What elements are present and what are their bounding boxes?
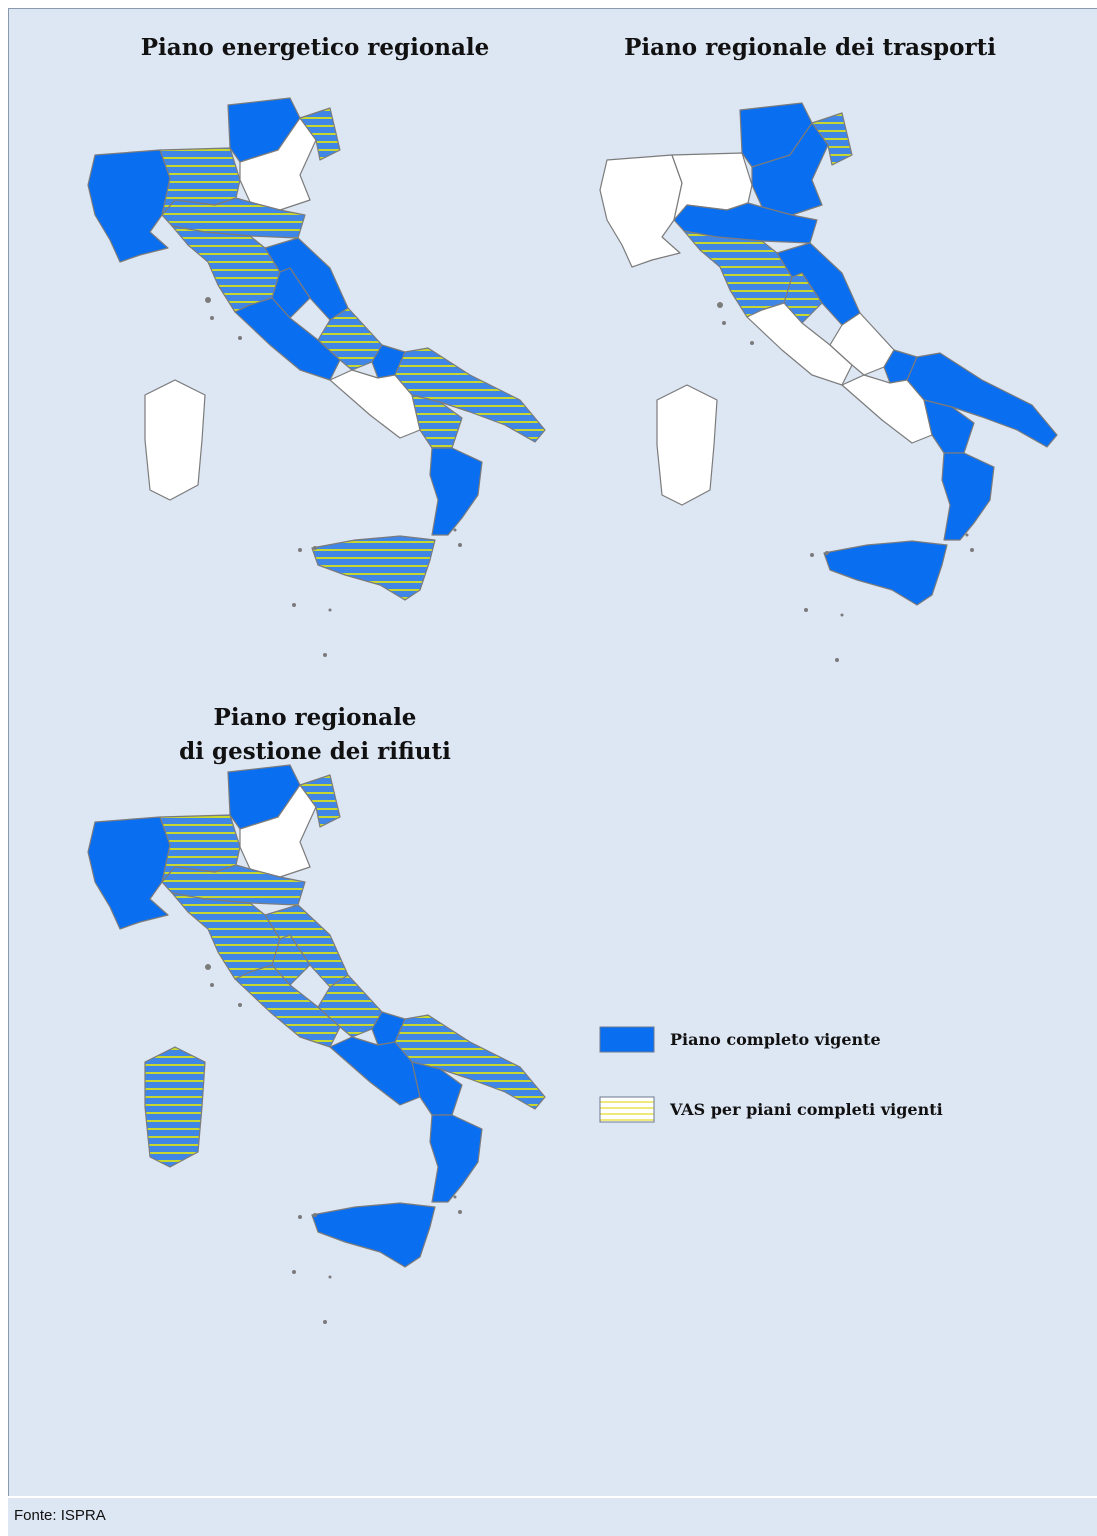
islet bbox=[717, 302, 723, 308]
region-nw bbox=[599, 154, 683, 268]
region-toscana bbox=[683, 230, 793, 318]
islet bbox=[313, 1213, 317, 1217]
islet bbox=[238, 1003, 242, 1007]
islet bbox=[238, 336, 242, 340]
islet bbox=[298, 548, 302, 552]
region-sicilia bbox=[311, 1202, 436, 1268]
islet bbox=[323, 653, 327, 657]
map-title: di gestione dei rifiuti bbox=[179, 738, 451, 765]
region-veneto bbox=[751, 122, 829, 216]
region-abruzzo bbox=[317, 307, 383, 371]
region-umbria bbox=[271, 934, 311, 986]
region-nw bbox=[87, 816, 171, 930]
islet bbox=[298, 1215, 302, 1219]
region-calabria bbox=[429, 1114, 483, 1203]
legend-swatch-2 bbox=[599, 1096, 655, 1123]
region-veneto bbox=[239, 784, 317, 878]
footer-bar bbox=[8, 1498, 1097, 1536]
islet bbox=[453, 1195, 457, 1199]
region-sicilia bbox=[823, 540, 948, 606]
islet bbox=[835, 658, 839, 662]
source-note: Fonte: ISPRA bbox=[14, 1507, 106, 1524]
islet bbox=[810, 553, 814, 557]
region-sicilia bbox=[311, 535, 436, 601]
region-umbria bbox=[271, 267, 311, 319]
region-toscana bbox=[171, 892, 281, 980]
map-3 bbox=[87, 764, 546, 1324]
region-friuli bbox=[299, 774, 341, 828]
legend-label-2: VAS per piani completi vigenti bbox=[669, 1100, 943, 1119]
islet bbox=[323, 1320, 327, 1324]
islet bbox=[328, 608, 332, 612]
map-title: Piano regionale bbox=[214, 704, 417, 731]
islet bbox=[458, 543, 462, 547]
map-title: Piano energetico regionale bbox=[141, 34, 489, 61]
region-abruzzo bbox=[317, 974, 383, 1038]
region-calabria bbox=[941, 452, 995, 541]
islet bbox=[970, 548, 974, 552]
region-umbria bbox=[783, 272, 823, 324]
islet bbox=[965, 533, 969, 537]
islet bbox=[722, 321, 726, 325]
islet bbox=[458, 1210, 462, 1214]
islet bbox=[750, 341, 754, 345]
map-title: Piano regionale dei trasporti bbox=[624, 34, 996, 61]
islet bbox=[210, 983, 214, 987]
islet bbox=[804, 608, 808, 612]
islet bbox=[205, 964, 211, 970]
legend-swatch-1 bbox=[599, 1026, 655, 1053]
islet bbox=[313, 546, 317, 550]
region-veneto bbox=[239, 117, 317, 211]
islet bbox=[825, 551, 829, 555]
region-sardegna bbox=[656, 384, 718, 506]
islet bbox=[210, 316, 214, 320]
region-sardegna bbox=[144, 1046, 206, 1168]
region-friuli bbox=[811, 112, 853, 166]
region-friuli bbox=[299, 107, 341, 161]
islet bbox=[328, 1275, 332, 1279]
map-2 bbox=[599, 102, 1058, 662]
map-panel bbox=[8, 8, 1097, 1496]
region-toscana bbox=[171, 225, 281, 313]
islet bbox=[292, 603, 296, 607]
islet bbox=[292, 1270, 296, 1274]
region-nw bbox=[87, 149, 171, 263]
legend-label-1: Piano completo vigente bbox=[670, 1030, 881, 1049]
region-abruzzo bbox=[829, 312, 895, 376]
islet bbox=[453, 528, 457, 532]
islet bbox=[205, 297, 211, 303]
region-calabria bbox=[429, 447, 483, 536]
region-sardegna bbox=[144, 379, 206, 501]
islet bbox=[840, 613, 844, 617]
map-1 bbox=[87, 97, 546, 657]
